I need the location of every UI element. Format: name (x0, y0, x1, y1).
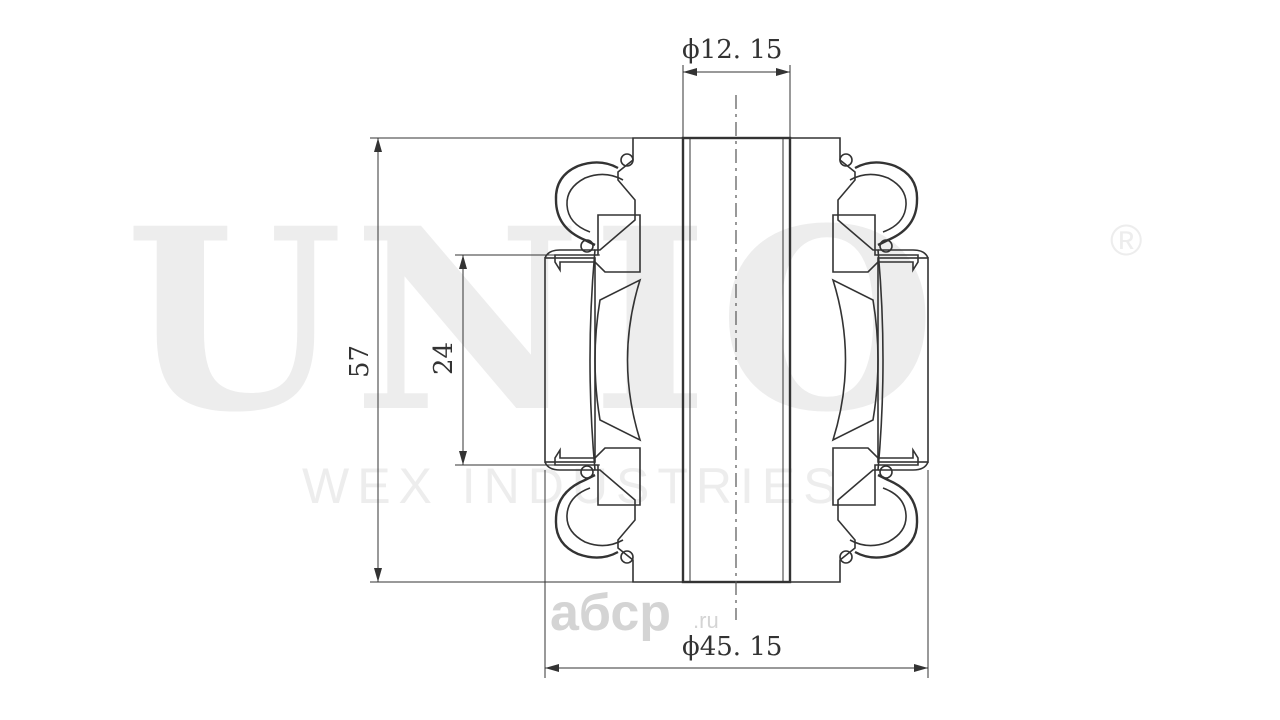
watermark-brand: UNIO (125, 173, 946, 467)
dim-inner-diameter: ϕ12. 15 (682, 35, 791, 138)
site-watermark-domain: .ru (693, 608, 719, 633)
dim-inner-diameter-label: ϕ12. 15 (682, 35, 782, 65)
site-watermark: aбсp .ru (550, 584, 719, 642)
watermark-registered: ® (1110, 216, 1142, 265)
dim-outer-diameter: ϕ45. 15 (544, 470, 929, 678)
site-watermark-name: aбсp (550, 584, 671, 642)
watermark: UNIO ® WEX INDUSTRIES (125, 173, 1142, 514)
dim-inner-height-label: 24 (429, 342, 459, 375)
dim-outer-diameter-label: ϕ45. 15 (682, 632, 782, 662)
bushing-cross-section (544, 95, 929, 620)
dim-overall-height: 57 (345, 137, 633, 583)
dim-inner-height: 24 (429, 254, 600, 466)
dim-overall-height-label: 57 (345, 345, 375, 378)
